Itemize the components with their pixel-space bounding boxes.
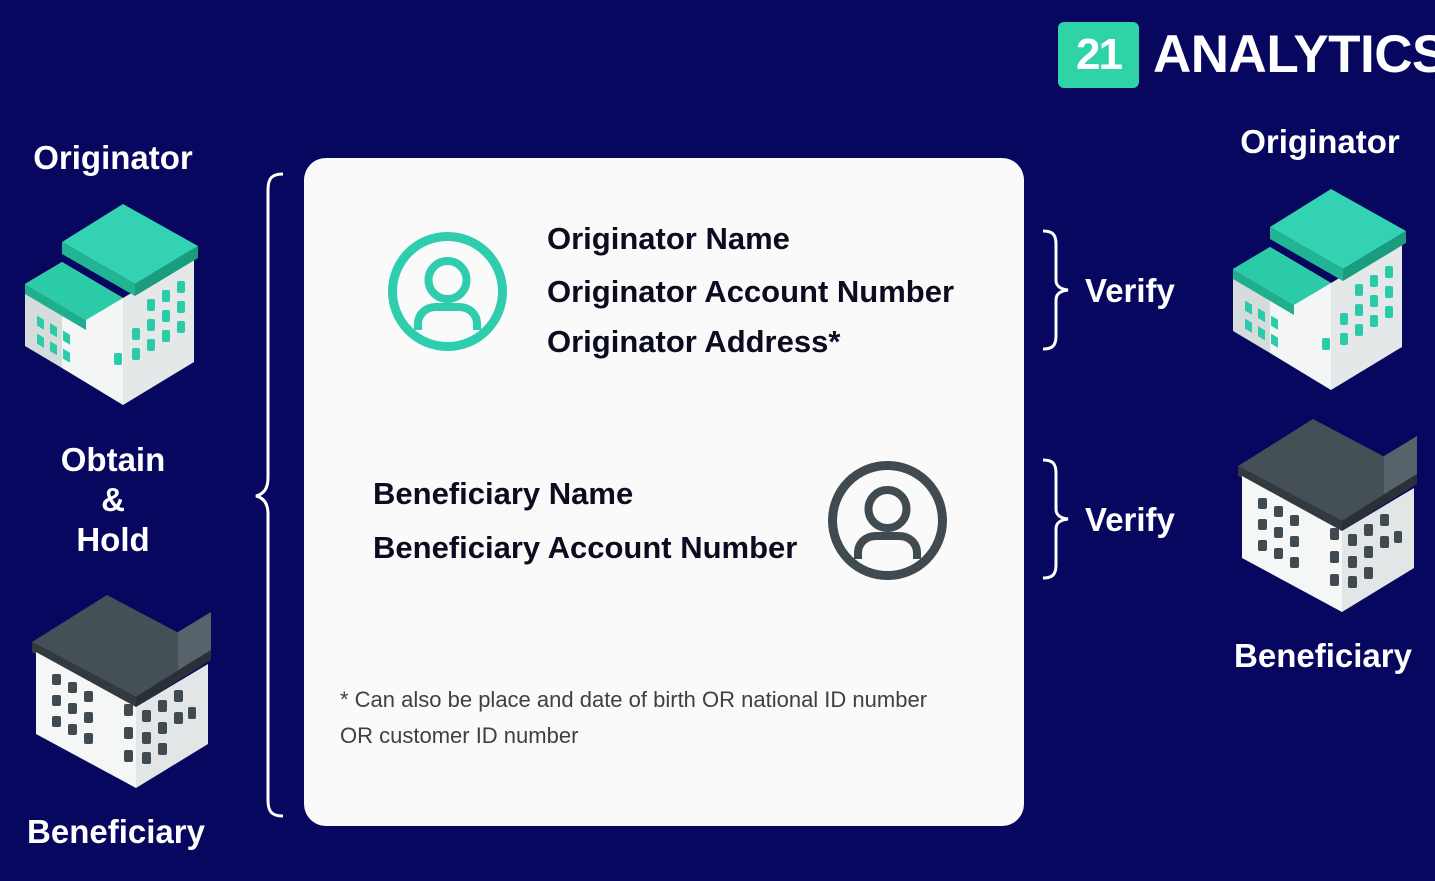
ampersand-word: &: [101, 481, 125, 518]
verify-bottom-label: Verify: [1085, 501, 1175, 538]
footnote: * Can also be place and date of birth OR…: [340, 682, 927, 754]
verify-top-label: Verify: [1085, 272, 1175, 309]
obtain-word: Obtain: [60, 441, 166, 478]
left-beneficiary-label: Beneficiary: [27, 813, 205, 850]
footnote-line-2: OR customer ID number: [340, 723, 579, 748]
originator-name-field: Originator Name: [547, 221, 790, 256]
obtain-hold-label: Obtain & Hold: [20, 440, 206, 560]
large-brace-icon: [255, 172, 284, 818]
left-beneficiary-building-icon: [32, 595, 211, 788]
data-card: [304, 158, 1024, 826]
right-beneficiary-building-icon: [1238, 419, 1417, 612]
right-originator-building-icon: [1233, 189, 1406, 390]
logo-badge: 21: [1058, 22, 1139, 88]
beneficiary-user-circle-icon: [828, 461, 947, 580]
beneficiary-name-field: Beneficiary Name: [373, 476, 634, 511]
originator-address-field: Originator Address*: [547, 324, 841, 359]
originator-account-field: Originator Account Number: [547, 274, 955, 309]
left-originator-label: Originator: [33, 139, 193, 176]
beneficiary-account-field: Beneficiary Account Number: [373, 530, 798, 565]
right-originator-label: Originator: [1240, 123, 1400, 160]
footnote-line-1: * Can also be place and date of birth OR…: [340, 687, 928, 712]
top-brace-icon: [1042, 229, 1069, 351]
hold-word: Hold: [76, 521, 150, 558]
left-originator-building-icon: [25, 204, 198, 405]
originator-user-circle-icon: [388, 232, 507, 351]
bottom-brace-icon: [1042, 458, 1069, 580]
right-beneficiary-label: Beneficiary: [1234, 637, 1412, 674]
logo-brand: ANALYTICS: [1153, 25, 1435, 84]
